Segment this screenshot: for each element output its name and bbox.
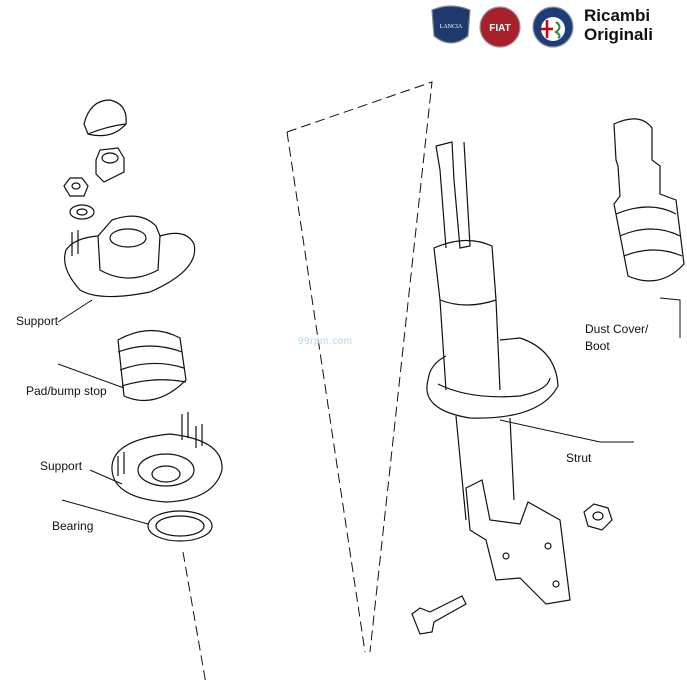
brand-line-1: Ricambi <box>584 6 651 25</box>
bearing-ring <box>147 510 213 542</box>
washer <box>69 204 95 220</box>
dust-boot <box>613 118 685 282</box>
watermark: 99rpm.com <box>298 336 353 347</box>
brand-title: Ricambi Originali <box>584 6 653 44</box>
dust-cap <box>83 99 127 137</box>
label-support-bottom: Support <box>40 459 83 473</box>
bottom-support <box>111 412 223 503</box>
bolt <box>411 595 467 635</box>
svg-text:FIAT: FIAT <box>489 23 510 34</box>
strut-assembly <box>426 141 571 605</box>
fiat-logo: FIAT <box>479 6 521 48</box>
top-support <box>64 215 196 298</box>
label-support-top: Support <box>16 314 59 328</box>
label-strut: Strut <box>566 451 592 465</box>
label-pad-bump-stop: Pad/bump stop <box>26 384 107 398</box>
bump-stop <box>117 329 187 402</box>
label-bearing: Bearing <box>52 519 94 533</box>
alfa-romeo-logo <box>532 6 574 48</box>
assembly-dashed-lines <box>182 81 433 685</box>
leader-lines <box>57 297 681 525</box>
label-dust-cover: Dust Cover/ <box>585 322 649 336</box>
svg-text:LANCIA: LANCIA <box>440 24 463 30</box>
lancia-logo: LANCIA <box>431 5 471 44</box>
nut-strut <box>583 503 613 531</box>
label-boot: Boot <box>585 339 610 353</box>
nut-small <box>63 177 89 197</box>
brand-line-2: Originali <box>584 25 653 44</box>
nut-large <box>95 147 125 183</box>
